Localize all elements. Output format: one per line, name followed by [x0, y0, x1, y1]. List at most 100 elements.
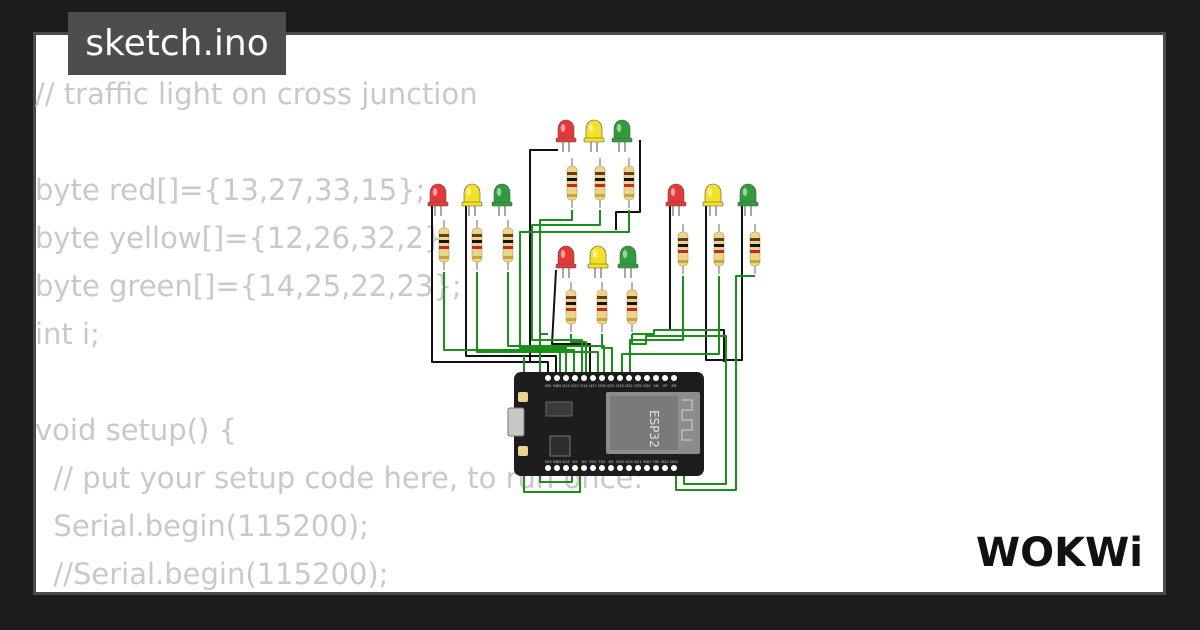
resistor [594, 158, 606, 208]
resistor [502, 220, 514, 270]
pin [599, 465, 605, 471]
led-body [739, 183, 757, 205]
red-led [555, 245, 577, 278]
resistor-band [472, 256, 482, 259]
led-highlight [588, 124, 594, 132]
pin [635, 465, 641, 471]
pin [644, 375, 650, 381]
resistor-band [503, 256, 513, 259]
resistor-band [595, 178, 605, 181]
led-highlight [707, 188, 713, 196]
wire [675, 275, 755, 491]
pin-label: RX0 [643, 460, 651, 464]
red-led [555, 119, 577, 152]
resistor [749, 224, 761, 274]
wires [431, 140, 755, 493]
resistor-band [567, 184, 577, 187]
led-highlight [432, 188, 438, 196]
pin [617, 465, 623, 471]
resistor [471, 220, 483, 270]
resistor-band [597, 318, 607, 321]
pin-label: D27 [589, 384, 596, 388]
resistor-band [597, 296, 607, 299]
resistor-band [567, 172, 577, 175]
led-highlight [622, 250, 628, 258]
resistor-band [624, 172, 634, 175]
code-line: void setup() { [35, 413, 237, 447]
usb-chip [549, 435, 571, 457]
pin-label: VP [663, 384, 668, 388]
led-body [613, 119, 631, 141]
led-body [585, 119, 603, 141]
code-editor[interactable]: // traffic light on cross junction byte … [35, 70, 643, 598]
led-rim [617, 263, 639, 269]
wire [705, 206, 743, 361]
resistor-band [566, 302, 576, 305]
pin [554, 465, 560, 471]
pin-label: D25 [607, 384, 614, 388]
resistor-band [714, 244, 724, 247]
file-tab[interactable]: sketch.ino [68, 12, 286, 75]
pin [653, 375, 659, 381]
led-rim [702, 201, 724, 207]
pin-label: D19 [625, 460, 633, 464]
led-rim [583, 137, 605, 143]
pin [626, 465, 632, 471]
pin-label: D5 [608, 460, 613, 464]
resistor-band [714, 250, 724, 253]
pin [572, 375, 578, 381]
pin [662, 375, 668, 381]
pin-label: 3V3 [544, 460, 551, 464]
yellow-led [587, 245, 609, 278]
resistor-band [595, 194, 605, 197]
resistor-band [472, 240, 482, 243]
pin-label: VIN [545, 384, 552, 388]
yellow-led [702, 183, 724, 216]
pin [635, 375, 641, 381]
resistor-band [566, 308, 576, 311]
wire [621, 276, 720, 378]
pin [563, 465, 569, 471]
resistor [713, 224, 725, 274]
code-line: Serial.begin(115200); [35, 509, 369, 543]
led-highlight [560, 124, 566, 132]
wokwi-logo: WOKWi [976, 530, 1143, 576]
pin [608, 465, 614, 471]
led-highlight [592, 250, 598, 258]
wire [507, 272, 605, 378]
pin [671, 465, 677, 471]
pin [581, 465, 587, 471]
led-body [493, 183, 511, 205]
pin [590, 375, 596, 381]
resistor-band [503, 234, 513, 237]
code-line: byte red[]={13,27,33,15}; [35, 173, 426, 207]
pin-label: D4 [581, 460, 587, 464]
resistor-band [624, 194, 634, 197]
resistor-band [566, 296, 576, 299]
led-highlight [560, 250, 566, 258]
leds [427, 119, 759, 278]
led-body [429, 183, 447, 205]
led-rim [461, 201, 483, 207]
led-body [589, 245, 607, 267]
resistor-band [503, 240, 513, 243]
wire [431, 206, 548, 363]
resistors [438, 158, 761, 332]
led-body [619, 245, 637, 267]
wire [465, 206, 557, 378]
resistor [566, 158, 578, 208]
pin [572, 465, 578, 471]
resistor-band [595, 172, 605, 175]
pin-label: D23 [670, 460, 677, 464]
led-highlight [466, 188, 472, 196]
wire [632, 329, 720, 335]
led-highlight [616, 124, 622, 132]
red-led [427, 183, 449, 216]
pin [617, 375, 623, 381]
chip-label: ESP32 [647, 410, 661, 448]
green-led [617, 245, 639, 278]
pin [671, 375, 677, 381]
antenna-trace [681, 399, 693, 441]
